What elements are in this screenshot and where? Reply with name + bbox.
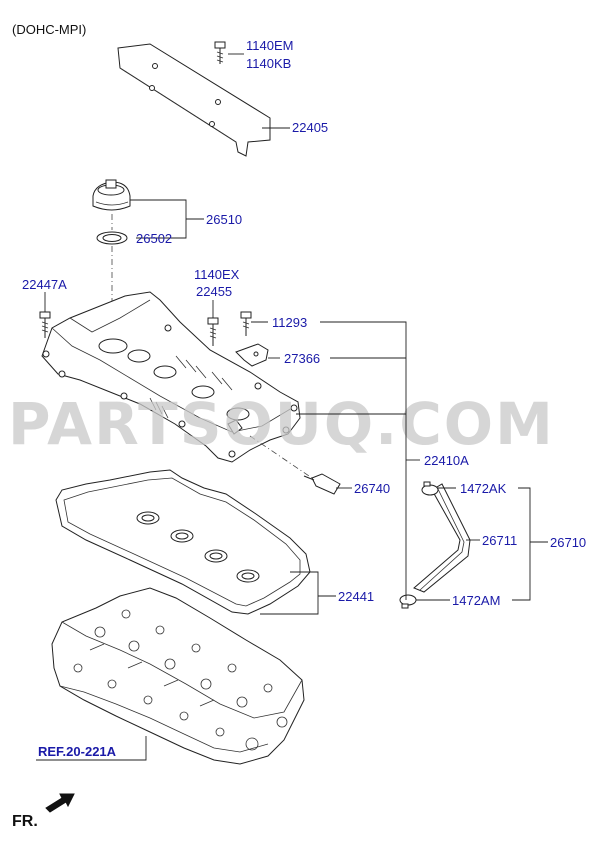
label-11293[interactable]: 11293 bbox=[272, 315, 307, 330]
label-26710[interactable]: 26710 bbox=[550, 535, 586, 550]
label-22447A[interactable]: 22447A bbox=[22, 277, 67, 292]
valve-cover-bolt-center-icon[interactable] bbox=[207, 317, 219, 346]
hose-clamp-upper-icon[interactable] bbox=[421, 481, 439, 496]
cylinder-head-part[interactable] bbox=[51, 587, 305, 765]
label-1140EX[interactable]: 1140EX bbox=[194, 267, 240, 282]
label-26740[interactable]: 26740 bbox=[354, 481, 390, 496]
label-1472AM[interactable]: 1472AM bbox=[452, 593, 500, 608]
label-26711[interactable]: 26711 bbox=[482, 533, 517, 548]
label-1472AK[interactable]: 1472AK bbox=[460, 481, 507, 496]
label-26502[interactable]: 26502 bbox=[136, 231, 172, 246]
front-marker: FR. bbox=[12, 813, 38, 830]
bracket-bolt-icon[interactable] bbox=[240, 311, 252, 336]
label-1140KB[interactable]: 1140KB bbox=[246, 56, 291, 71]
oil-cap-gasket-part[interactable] bbox=[96, 231, 128, 245]
label-22410A[interactable]: 22410A bbox=[424, 453, 469, 468]
pcv-valve-part[interactable] bbox=[303, 473, 341, 495]
oil-filler-cap-part[interactable] bbox=[92, 179, 131, 211]
pcv-hose-part[interactable] bbox=[413, 483, 471, 593]
label-22455[interactable]: 22455 bbox=[196, 284, 232, 299]
valve-cover-gasket-part[interactable] bbox=[55, 469, 311, 615]
front-arrow-icon bbox=[45, 793, 75, 813]
watermark: PARTSOUQ.COM bbox=[8, 390, 555, 458]
cover-bolt-icon[interactable] bbox=[214, 41, 226, 64]
valve-cover-part[interactable] bbox=[41, 291, 301, 463]
label-1140EM[interactable]: 1140EM bbox=[246, 38, 293, 53]
label-22441[interactable]: 22441 bbox=[338, 589, 374, 604]
engine-cover-part[interactable] bbox=[117, 43, 271, 157]
hose-clamp-lower-icon[interactable] bbox=[399, 594, 417, 609]
variant-title: (DOHC-MPI) bbox=[12, 22, 86, 37]
valve-cover-bolt-left-icon[interactable] bbox=[39, 311, 51, 338]
label-22405[interactable]: 22405 bbox=[292, 120, 328, 135]
reference-link[interactable]: REF.20-221A bbox=[38, 744, 117, 759]
bracket-part[interactable] bbox=[235, 343, 269, 367]
label-26510[interactable]: 26510 bbox=[206, 212, 242, 227]
label-27366[interactable]: 27366 bbox=[284, 351, 320, 366]
